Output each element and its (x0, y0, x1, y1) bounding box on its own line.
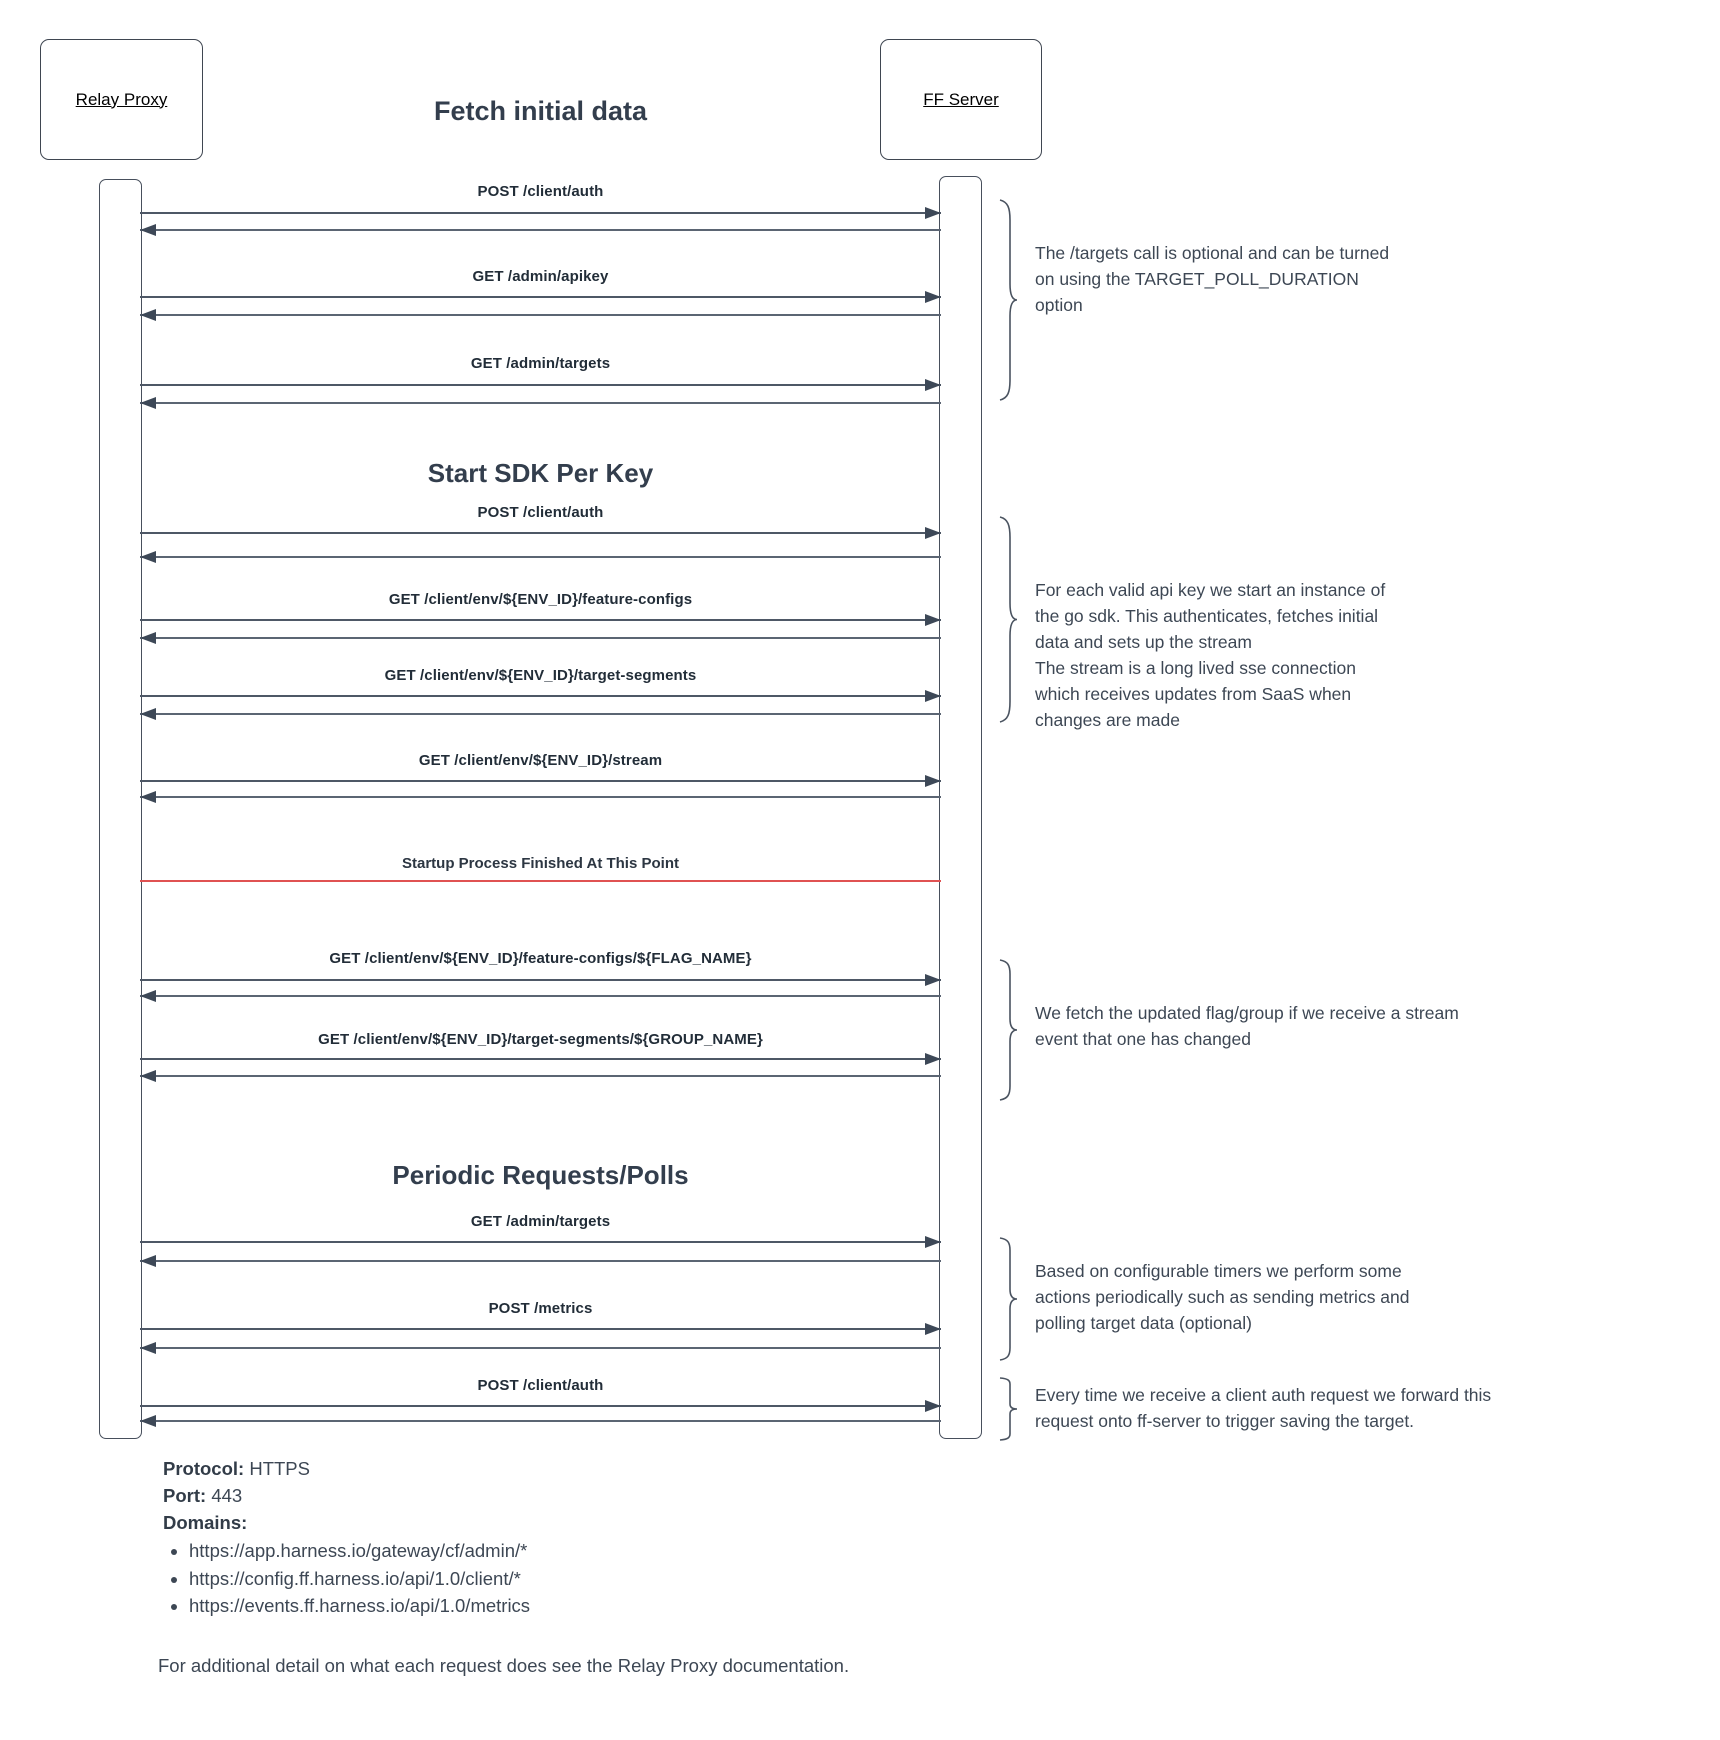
message-label: GET /client/env/${ENV_ID}/feature-config… (388, 591, 693, 608)
message-label: POST /client/auth (477, 504, 604, 521)
annotation-brace (998, 517, 1018, 722)
request-arrow (140, 774, 941, 787)
domain-item: https://events.ff.harness.io/api/1.0/met… (189, 1592, 530, 1619)
response-arrow (140, 550, 941, 563)
response-arrow (140, 707, 941, 720)
message-label: POST /client/auth (477, 183, 604, 200)
connection-details: Protocol: HTTPS Port: 443 Domains: https… (163, 1455, 530, 1620)
section-heading-periodic: Periodic Requests/Polls (392, 1160, 689, 1190)
response-arrow (140, 1069, 941, 1082)
annotation-sdk-per-key: For each valid api key we start an insta… (1035, 580, 1386, 730)
request-arrow (140, 1399, 941, 1412)
request-arrow (140, 1052, 941, 1065)
request-arrow (140, 378, 941, 391)
message-label: GET /client/env/${ENV_ID}/stream (418, 752, 663, 769)
annotation-client-auth-forward: Every time we receive a client auth requ… (1035, 1385, 1492, 1431)
request-arrow (140, 526, 941, 539)
protocol-label: Protocol: (163, 1458, 245, 1479)
annotation-brace (998, 200, 1018, 400)
response-arrow (140, 396, 941, 409)
message-label: GET /admin/targets (470, 1213, 611, 1230)
message-label: POST /metrics (488, 1300, 593, 1317)
message-label: GET /admin/targets (470, 355, 611, 372)
response-arrow (140, 1341, 941, 1354)
response-arrow (140, 223, 941, 236)
annotation-stream-event-fetch: We fetch the updated flag/group if we re… (1035, 1003, 1459, 1049)
actor-relay-proxy-label: Relay Proxy (75, 89, 168, 109)
request-arrow (140, 1235, 941, 1248)
message-label: GET /client/env/${ENV_ID}/target-segment… (318, 1031, 763, 1048)
domain-list: https://app.harness.io/gateway/cf/admin/… (163, 1537, 530, 1619)
request-arrow (140, 206, 941, 219)
request-arrow (140, 973, 941, 986)
annotation-targets-optional: The /targets call is optional and can be… (1035, 243, 1390, 315)
domains-label: Domains: (163, 1512, 248, 1533)
message-label: POST /client/auth (477, 1377, 604, 1394)
message-label: GET /admin/apikey (472, 268, 609, 285)
protocol-value: HTTPS (249, 1458, 310, 1479)
response-arrow (140, 1254, 941, 1267)
response-arrow (140, 790, 941, 803)
annotation-brace (998, 1238, 1018, 1360)
message-label: GET /client/env/${ENV_ID}/feature-config… (329, 950, 752, 967)
lifeline-ff-server (939, 176, 982, 1439)
domain-item: https://app.harness.io/gateway/cf/admin/… (189, 1537, 530, 1564)
request-arrow (140, 290, 941, 303)
actor-ff-server: FF Server (880, 39, 1042, 160)
annotation-periodic-timers: Based on configurable timers we perform … (1035, 1261, 1410, 1333)
separator-line (140, 880, 941, 882)
request-arrow (140, 1322, 941, 1335)
port-value: 443 (211, 1485, 243, 1506)
response-arrow (140, 1414, 941, 1427)
request-arrow (140, 613, 941, 626)
response-arrow (140, 989, 941, 1002)
lifeline-relay-proxy (99, 179, 142, 1439)
response-arrow (140, 308, 941, 321)
message-label: GET /client/env/${ENV_ID}/target-segment… (384, 667, 697, 684)
section-heading-start-sdk: Start SDK Per Key (427, 458, 654, 488)
annotation-brace (998, 960, 1018, 1100)
protocol-line: Protocol: HTTPS (163, 1455, 530, 1482)
port-label: Port: (163, 1485, 207, 1506)
port-line: Port: 443 (163, 1482, 530, 1509)
actor-relay-proxy: Relay Proxy (40, 39, 203, 160)
separator-label: Startup Process Finished At This Point (402, 855, 679, 872)
documentation-note: For additional detail on what each reque… (158, 1655, 850, 1676)
annotation-brace (998, 1378, 1018, 1440)
domain-item: https://config.ff.harness.io/api/1.0/cli… (189, 1565, 530, 1592)
actor-ff-server-label: FF Server (923, 89, 999, 109)
request-arrow (140, 689, 941, 702)
response-arrow (140, 631, 941, 644)
diagram-title: Fetch initial data (433, 96, 648, 126)
